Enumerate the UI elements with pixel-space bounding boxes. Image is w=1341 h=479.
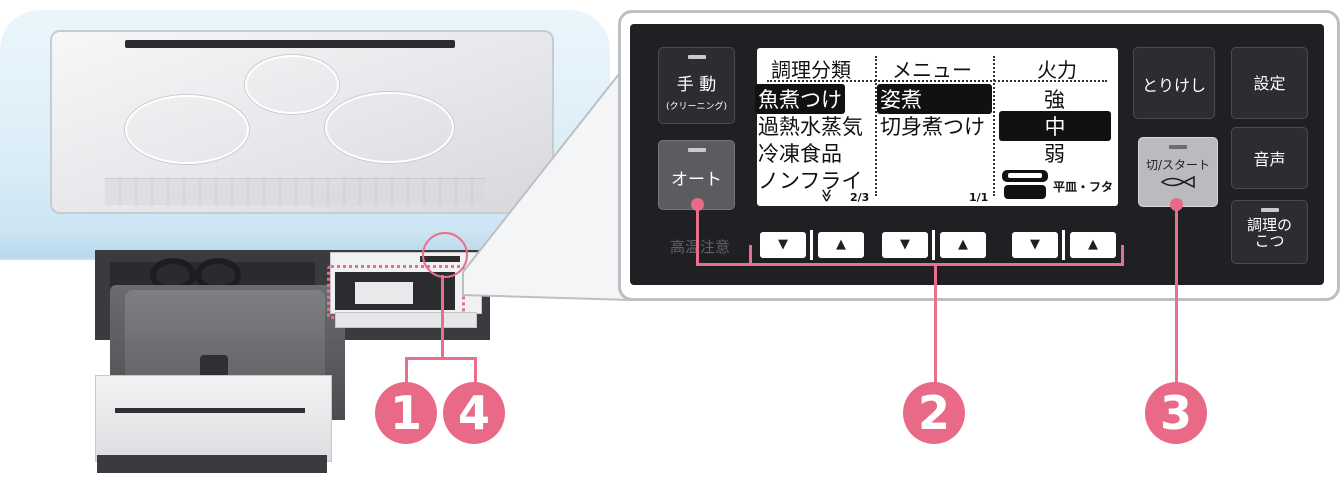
- heat-up-button[interactable]: ▲: [1070, 232, 1116, 258]
- voice-button[interactable]: 音声: [1231, 127, 1308, 189]
- category-page: 2/3: [850, 191, 870, 204]
- start-led: [1169, 145, 1187, 149]
- grill-drawer-front: [95, 375, 332, 462]
- header-divider: [767, 80, 1107, 82]
- tips-led: [1260, 208, 1279, 212]
- voice-button-label: 音声: [1253, 150, 1286, 169]
- auto-button-label: オート: [671, 170, 722, 190]
- heat-level: 弱: [1044, 142, 1065, 166]
- burner-right: [325, 92, 454, 163]
- heat-level-selected: 中: [999, 111, 1111, 141]
- zoom-wedge: [462, 57, 631, 302]
- settings-button[interactable]: 設定: [1231, 47, 1308, 119]
- drawer-base: [97, 455, 327, 473]
- header-category: 調理分類: [771, 58, 851, 82]
- mini-panel-lcd: [355, 282, 413, 304]
- menu-down-button[interactable]: ▼: [882, 232, 928, 258]
- menu-up-button[interactable]: ▲: [940, 232, 986, 258]
- heat-level: 強: [1044, 88, 1065, 112]
- callout-number-3: 3: [1145, 382, 1207, 444]
- leader-line: [1175, 205, 1178, 385]
- accessory-label: 平皿・フタ: [1053, 180, 1114, 194]
- leader-line: [405, 357, 408, 385]
- heat-down-button[interactable]: ▼: [1012, 232, 1058, 258]
- leader-line: [474, 357, 477, 385]
- menu-item: 切身煮つけ: [880, 115, 985, 139]
- more-indicator-icon: ≫: [818, 188, 834, 203]
- leader-line: [696, 263, 1124, 266]
- leader-line: [934, 263, 937, 383]
- menu-item-selected: 姿煮: [877, 84, 992, 114]
- burner-left: [125, 95, 249, 164]
- category-down-button[interactable]: ▼: [760, 232, 806, 258]
- category-item: 冷凍食品: [758, 142, 842, 166]
- manual-led: [687, 55, 706, 59]
- leader-line: [696, 205, 699, 265]
- category-item: 過熱水蒸気: [758, 115, 863, 139]
- leader-dot: [691, 198, 704, 211]
- cooking-tips-button[interactable]: 調理の こつ: [1231, 200, 1308, 264]
- callout-number-2: 2: [903, 382, 965, 444]
- drawer-handle-slot: [115, 408, 305, 413]
- burner-rear: [245, 55, 339, 114]
- header-menu: メニュー: [892, 58, 972, 82]
- manual-button-label: 手 動: [676, 75, 717, 95]
- leader-line: [405, 357, 477, 360]
- manual-button-sublabel: (クリーニング): [665, 102, 728, 112]
- column-divider: [875, 56, 877, 196]
- category-item-selected: 魚煮つけ: [755, 84, 845, 114]
- header-heat: 火力: [1037, 58, 1077, 82]
- cooktop-vent: [125, 40, 455, 48]
- cancel-button-label: とりけし: [1141, 76, 1206, 95]
- lcd-display: 調理分類 メニュー 火力 魚煮つけ 過熱水蒸気 冷凍食品 ノンフライ 姿煮 切身…: [755, 48, 1118, 206]
- column-divider: [993, 56, 995, 196]
- settings-button-label: 設定: [1253, 74, 1286, 93]
- manual-button[interactable]: 手 動 (クリーニング): [658, 47, 735, 124]
- leader-line: [749, 245, 752, 265]
- dish-lid-icon: [1002, 170, 1048, 199]
- leader-line: [441, 275, 444, 360]
- category-up-button[interactable]: ▲: [818, 232, 864, 258]
- fish-icon: [1160, 175, 1195, 189]
- category-item: ノンフライ: [758, 169, 863, 193]
- cooktop-control-strip: [105, 178, 485, 205]
- leader-dot: [1170, 198, 1183, 211]
- callout-number-1: 1: [375, 382, 437, 444]
- cancel-button[interactable]: とりけし: [1133, 47, 1215, 119]
- arrow-separator: [810, 230, 813, 260]
- tips-button-label: 調理の こつ: [1246, 216, 1292, 250]
- arrow-separator: [1062, 230, 1065, 260]
- arrow-separator: [932, 230, 935, 260]
- leader-line: [1121, 245, 1124, 265]
- menu-page: 1/1: [969, 191, 989, 204]
- high-temp-caution-label: 高温注意: [670, 238, 731, 256]
- auto-led: [687, 148, 706, 152]
- callout-circle: [422, 232, 468, 278]
- start-button-label: 切/スタート: [1145, 158, 1211, 172]
- callout-number-4: 4: [443, 382, 505, 444]
- start-button[interactable]: 切/スタート: [1138, 137, 1218, 207]
